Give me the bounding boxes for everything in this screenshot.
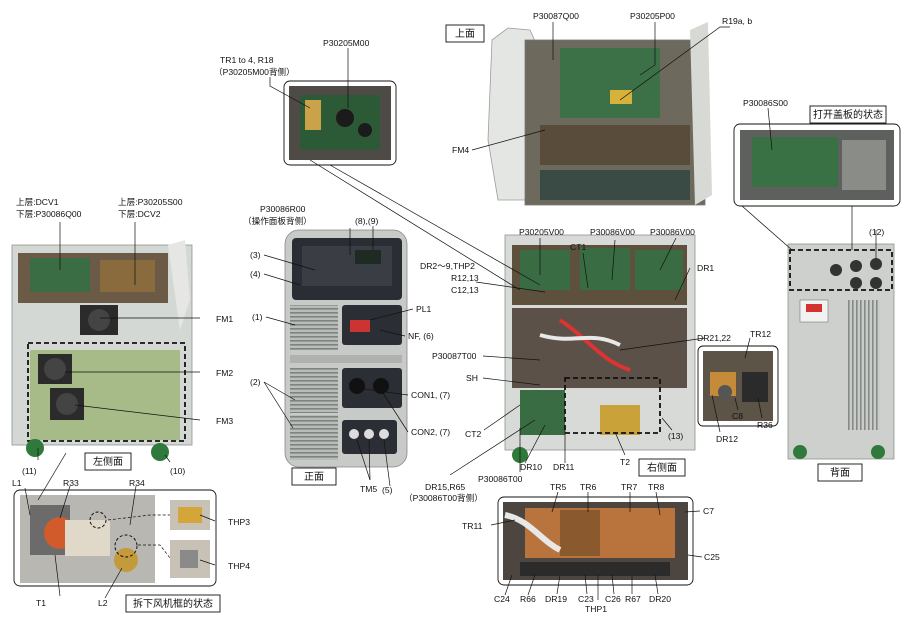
label-r19: R19a, b [722,16,752,26]
label-con2: CON2, (7) [411,427,450,437]
label-fm2: FM2 [216,368,233,378]
label-tm5: TM5 [360,484,377,494]
label-nf6: NF, (6) [408,331,434,341]
label-fm1: FM1 [216,314,233,324]
label-dr12: DR12 [716,434,738,444]
label-r33: R33 [63,478,79,488]
leader-lines [24,22,877,600]
label-tr7: TR7 [621,482,637,492]
label-r36: R36 [757,420,773,430]
label-l1: L1 [12,478,22,488]
label-ct2: CT2 [465,429,481,439]
section-titles: 上面 打开盖板的状态 左侧面 正面 右侧面 背面 拆下风机框的状态 [84,24,887,613]
label-t2: T2 [620,457,630,467]
label-c23: C23 [578,594,594,604]
label-p30086t00: P30086T00 [478,474,523,484]
label-1: (1) [252,312,263,322]
label-p30205s00: 上层:P30205S00 [118,197,183,207]
right-side-photo [504,234,696,463]
section-back: 背面 [830,466,850,479]
section-right-open: 打开盖板的状态 [813,108,883,121]
label-r67: R67 [625,594,641,604]
label-tr1-4: TR1 to 4, R18 [220,55,274,65]
label-8-9: (8),(9) [355,216,379,226]
label-tr1-4-note: （P30205M00背侧） [214,66,295,77]
label-tr8: TR8 [648,482,664,492]
section-fan-removed: 拆下风机框的状态 [133,597,213,610]
label-c7: C7 [703,506,714,516]
label-ct1: CT1 [570,242,586,252]
label-thp4: THP4 [228,561,250,571]
label-dr11: DR11 [553,462,575,472]
label-dr1: DR1 [697,263,714,273]
label-c26: C26 [605,594,621,604]
label-dr15: DR15,R65 [425,482,465,492]
label-13: (13) [668,431,683,441]
label-dcv2: 下层:DCV2 [118,209,161,219]
label-p30087q00: P30087Q00 [533,11,579,21]
label-l2: L2 [98,598,108,608]
label-pl1: PL1 [416,304,432,314]
label-c12-13: C12,13 [451,285,479,295]
label-con1: CON1, (7) [411,390,450,400]
label-c25: C25 [704,552,720,562]
label-thp3: THP3 [228,517,250,527]
label-2: (2) [250,377,261,387]
label-dr19: DR19 [545,594,567,604]
label-dcv1: 上层:DCV1 [16,197,59,207]
label-5: (5) [382,485,393,495]
label-dr2-9: DR2～9,THP2 [420,261,475,271]
label-c8: C8 [732,411,743,421]
label-tr5: TR5 [550,482,566,492]
label-dr15-note: （P30086T00背侧） [404,492,483,503]
section-front: 正面 [304,472,324,483]
label-10: (10) [170,466,185,476]
label-dr20: DR20 [649,594,671,604]
label-c24: C24 [494,594,510,604]
section-left-side: 左侧面 [93,455,123,468]
label-thp1: THP1 [585,604,607,614]
label-tr12: TR12 [750,329,771,339]
label-p30086v00-a: P30086V00 [590,227,635,237]
label-p30086s00: P30086S00 [743,98,788,108]
label-p30205p00: P30205P00 [630,11,675,21]
label-sh: SH [466,373,478,383]
label-r12-13: R12,13 [451,273,479,283]
top-view-photo [487,22,712,206]
inset-fan-removed [13,489,217,587]
front-view-photo [284,229,408,468]
inset-tr1-4 [283,80,397,166]
label-4: (4) [250,269,261,279]
label-fm3: FM3 [216,416,233,426]
label-p30086v00-b: P30086V00 [650,227,695,237]
label-t1: T1 [36,598,46,608]
label-p30086r00-note: （操作面板背侧） [243,215,312,226]
label-11: (11) [22,466,37,476]
inset-right-open [733,123,901,207]
label-p30087t00: P30087T00 [432,351,477,361]
label-p30086r00: P30086R00 [260,204,306,214]
label-p30205m00: P30205M00 [323,38,370,48]
section-top: 上面 [455,28,475,40]
label-dr21-22: DR21,22 [697,333,731,343]
label-tr6: TR6 [580,482,596,492]
label-3: (3) [250,250,261,260]
label-tr11: TR11 [462,521,483,531]
label-p30205v00: P30205V00 [519,227,564,237]
callout-labels: TR1 to 4, R18 （P30205M00背侧） P30205M00 P3… [12,11,884,614]
label-12: (12) [869,227,884,237]
label-fm4: FM4 [452,145,469,155]
label-p30086q00: 下层:P30086Q00 [16,209,82,219]
inset-bottom-board [497,496,694,586]
label-r66: R66 [520,594,536,604]
left-side-photo [11,240,193,461]
label-r34: R34 [129,478,145,488]
section-right-side: 右侧面 [647,461,677,474]
label-dr10: DR10 [520,462,542,472]
back-view-photo [787,243,895,460]
